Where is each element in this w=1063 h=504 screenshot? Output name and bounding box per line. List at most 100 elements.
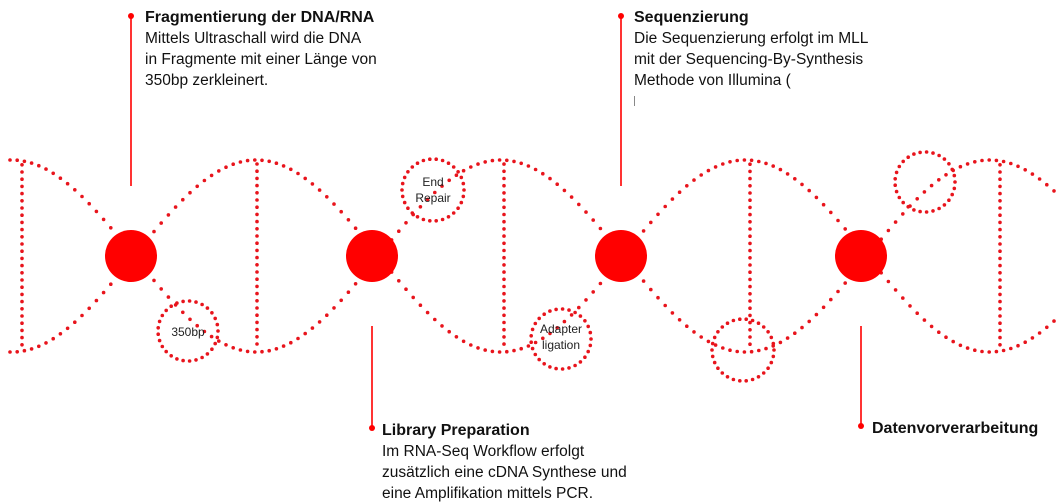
- bubble-dot: [761, 371, 766, 375]
- helix-rung-dot: [748, 292, 752, 296]
- helix-strand-dot: [548, 176, 552, 181]
- helix-rung-dot: [20, 256, 24, 261]
- bubble-dot: [578, 314, 583, 318]
- helix-strand-dot: [332, 306, 336, 310]
- library-pointer-tip: [369, 425, 375, 431]
- helix-strand-dot: [987, 158, 991, 162]
- helix-strand-dot: [699, 335, 703, 339]
- bubble-dot: [533, 352, 538, 357]
- bubble-dot: [918, 150, 922, 155]
- helix-rung-dot: [255, 313, 259, 318]
- helix-rung-dot: [255, 219, 259, 224]
- helix-strand-dot: [994, 349, 999, 354]
- helix-strand-dot: [195, 184, 199, 189]
- helix-strand-dot: [317, 188, 322, 192]
- bubble-dot: [710, 354, 715, 359]
- helix-strand-dot: [922, 190, 927, 194]
- helix-rung-dot: [20, 343, 24, 347]
- bubble-dot: [771, 354, 776, 359]
- bubble-dot: [897, 164, 902, 169]
- helix-strand-dot: [58, 176, 63, 180]
- helix-rung-dot: [998, 220, 1002, 225]
- bubble-dot: [400, 188, 404, 192]
- helix-strand-dot: [173, 205, 178, 209]
- helix-strand-dot: [980, 349, 984, 354]
- helix-strand-dot: [937, 330, 941, 335]
- helix-strand-dot: [217, 339, 221, 343]
- helix-strand-dot: [764, 346, 768, 351]
- dna-helix-strands: [8, 158, 1056, 354]
- helix-strand-dot: [476, 162, 480, 166]
- helix-strand-dot: [1009, 346, 1013, 351]
- bubble-dot: [769, 360, 774, 365]
- helix-strand-dot: [533, 167, 538, 172]
- helix-strand-dot: [404, 221, 408, 225]
- helix-strand-dot: [418, 303, 423, 308]
- helix-strand-dot: [325, 313, 329, 318]
- helix-strand-dot: [656, 295, 660, 300]
- helix-strand-dot: [490, 158, 495, 163]
- helix-rung-dot: [502, 205, 506, 210]
- helix-strand-dot: [253, 350, 257, 354]
- helix-strand-dot: [706, 168, 711, 173]
- helix-rung-dot: [20, 177, 24, 181]
- bubble-dot: [205, 352, 210, 356]
- helix-rung-dot: [502, 176, 506, 181]
- helix-rung-dot: [502, 241, 506, 246]
- helix-strand-dot: [764, 161, 768, 166]
- helix-strand-dot: [512, 348, 516, 353]
- helix-strand-dot: [793, 177, 797, 181]
- bubble-dot: [175, 357, 179, 361]
- helix-rung-dot: [20, 213, 24, 217]
- helix-rung-dot: [502, 313, 506, 318]
- step-fragmentation-title: Fragmentierung der DNA/RNA: [145, 9, 375, 26]
- bubble-dot: [720, 325, 725, 329]
- helix-rung-dot: [502, 234, 506, 238]
- helix-rung-dot: [20, 191, 24, 196]
- step-library-description: Im RNA-Seq Workflow erfolgt zusätzlich e…: [382, 441, 627, 504]
- helix-strand-dot: [735, 158, 739, 163]
- helix-rung-dot: [998, 177, 1002, 181]
- bubble-dot: [950, 167, 954, 172]
- helix-strand-dot: [87, 201, 91, 206]
- helix-strand-dot: [1030, 172, 1035, 176]
- bubble-dot: [402, 200, 407, 205]
- helix-strand-dot: [44, 341, 48, 345]
- helix-strand-dot: [749, 158, 754, 163]
- helix-strand-dot: [1045, 182, 1049, 187]
- helix-rung-dot: [748, 191, 752, 195]
- helix-rung-dot: [502, 183, 506, 188]
- bubble-dot: [548, 365, 552, 369]
- helix-strand-dot: [742, 158, 747, 162]
- helix-strand-dot: [274, 161, 279, 165]
- helix-strand-dot: [800, 325, 804, 330]
- step-sequencing-line: Methode von Illumina (: [634, 72, 791, 89]
- helix-rung-dot: [255, 248, 259, 253]
- helix-strand-dot: [296, 336, 300, 341]
- helix-strand-dot: [101, 217, 106, 222]
- helix-rung-dot: [748, 328, 752, 332]
- helix-strand-dot: [397, 279, 401, 283]
- helix-strand-dot: [541, 171, 545, 176]
- bubble-dot: [894, 189, 899, 194]
- bubble-dot: [716, 330, 720, 334]
- bubble-dot: [529, 334, 533, 338]
- helix-rung-dot: [502, 169, 506, 174]
- step-fragmentation-line: in Fragmente mit einer Länge von: [145, 51, 377, 68]
- helix-strand-dot: [267, 159, 272, 164]
- helix-strand-dot: [893, 288, 898, 292]
- bubble-dot: [744, 317, 748, 322]
- helix-rung-dot: [255, 255, 259, 260]
- helix-strand-dot: [483, 160, 488, 164]
- bubble-dot: [157, 338, 162, 343]
- helix-strand-dot: [440, 184, 444, 188]
- bubble-dot: [205, 306, 210, 310]
- step-sequencing-line: mit der Sequencing-By-Synthesis: [634, 51, 864, 68]
- helix-strand-dot: [51, 336, 55, 341]
- bubble-dot: [428, 157, 432, 161]
- helix-strand-dot: [821, 305, 826, 310]
- helix-strand-dot: [281, 344, 286, 348]
- helix-strand-dot: [541, 336, 545, 341]
- helix-strand-dot: [829, 210, 833, 215]
